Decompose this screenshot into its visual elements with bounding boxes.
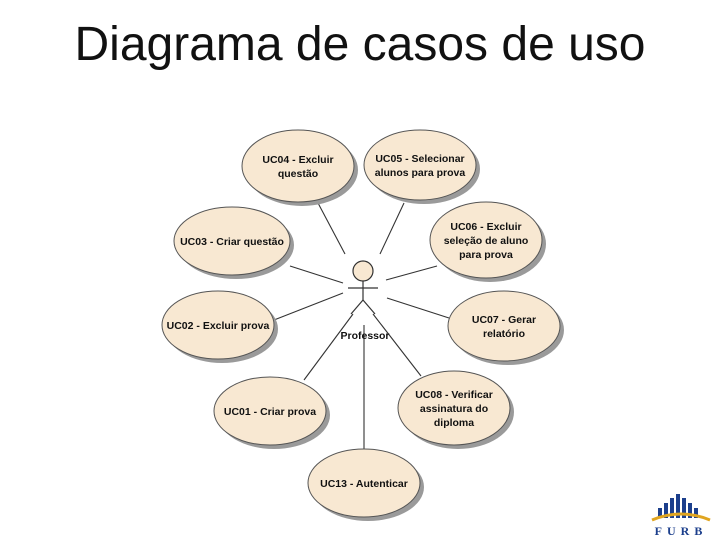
- use-cases: UC04 - Excluir questão UC05 - Selecionar al…: [161, 129, 564, 521]
- use-case-uc03[interactable]: UC03 - Criar questão: [173, 206, 294, 279]
- use-case-ellipse: [241, 129, 355, 203]
- associations: [273, 202, 450, 449]
- use-case-label: seleção de aluno: [444, 235, 529, 247]
- use-case-label: UC04 - Excluir: [262, 154, 333, 166]
- use-case-uc08[interactable]: UC08 - Verificar assinatura do diploma: [397, 370, 514, 449]
- actor-head: [352, 260, 374, 282]
- use-case-label: alunos para prova: [375, 167, 466, 179]
- use-case-uc13[interactable]: UC13 - Autenticar: [307, 448, 424, 521]
- association-uc08: [372, 313, 422, 377]
- use-case-ellipse: [213, 376, 327, 446]
- use-case-label: relatório: [483, 328, 525, 340]
- association-uc03: [289, 265, 344, 284]
- use-case-uc04[interactable]: UC04 - Excluir questão: [241, 129, 358, 206]
- use-case-ellipse: [173, 206, 291, 276]
- association-uc04: [317, 202, 346, 255]
- association-uc02: [273, 292, 344, 321]
- use-case-label: UC05 - Selecionar: [375, 153, 464, 165]
- use-case-label: UC07 - Gerar: [472, 314, 536, 326]
- actor-right-leg: [362, 299, 376, 315]
- use-case-label: UC08 - Verificar: [415, 389, 493, 401]
- use-case-label: questão: [278, 168, 318, 180]
- use-case-label: UC06 - Excluir: [450, 221, 521, 233]
- furb-logo-mark: [651, 494, 711, 522]
- furb-logo-text: FURB: [654, 524, 708, 538]
- use-case-uc07[interactable]: UC07 - Gerar relatório: [447, 290, 564, 365]
- use-case-ellipse: [307, 448, 421, 518]
- use-case-label: UC01 - Criar prova: [224, 406, 316, 418]
- use-case-label: UC02 - Excluir prova: [167, 320, 270, 332]
- use-case-ellipse: [397, 370, 511, 446]
- page-title: Diagrama de casos de uso: [74, 18, 646, 71]
- use-case-label: UC13 - Autenticar: [320, 478, 408, 490]
- use-case-label: para prova: [459, 249, 513, 261]
- use-case-label: diploma: [434, 417, 474, 429]
- use-case-ellipse: [429, 201, 543, 279]
- use-case-uc02[interactable]: UC02 - Excluir prova: [161, 290, 278, 363]
- use-case-uc01[interactable]: UC01 - Criar prova: [213, 376, 330, 449]
- use-case-ellipse: [363, 129, 477, 201]
- use-case-ellipse: [447, 290, 561, 362]
- furb-logo: FURB: [648, 494, 714, 538]
- association-uc05: [379, 202, 405, 255]
- actor-professor: Professor: [340, 260, 390, 342]
- association-uc06: [385, 265, 438, 281]
- association-uc01: [303, 313, 354, 381]
- use-case-ellipse: [161, 290, 275, 360]
- actor-label: Professor: [340, 330, 389, 342]
- use-case-uc06[interactable]: UC06 - Excluir seleção de aluno para prova: [429, 201, 546, 282]
- use-case-label: assinatura do: [420, 403, 488, 415]
- association-uc07: [386, 297, 450, 319]
- use-case-uc05[interactable]: UC05 - Selecionar alunos para prova: [363, 129, 480, 204]
- actor-left-leg: [350, 299, 364, 315]
- use-case-label: UC03 - Criar questão: [180, 236, 284, 248]
